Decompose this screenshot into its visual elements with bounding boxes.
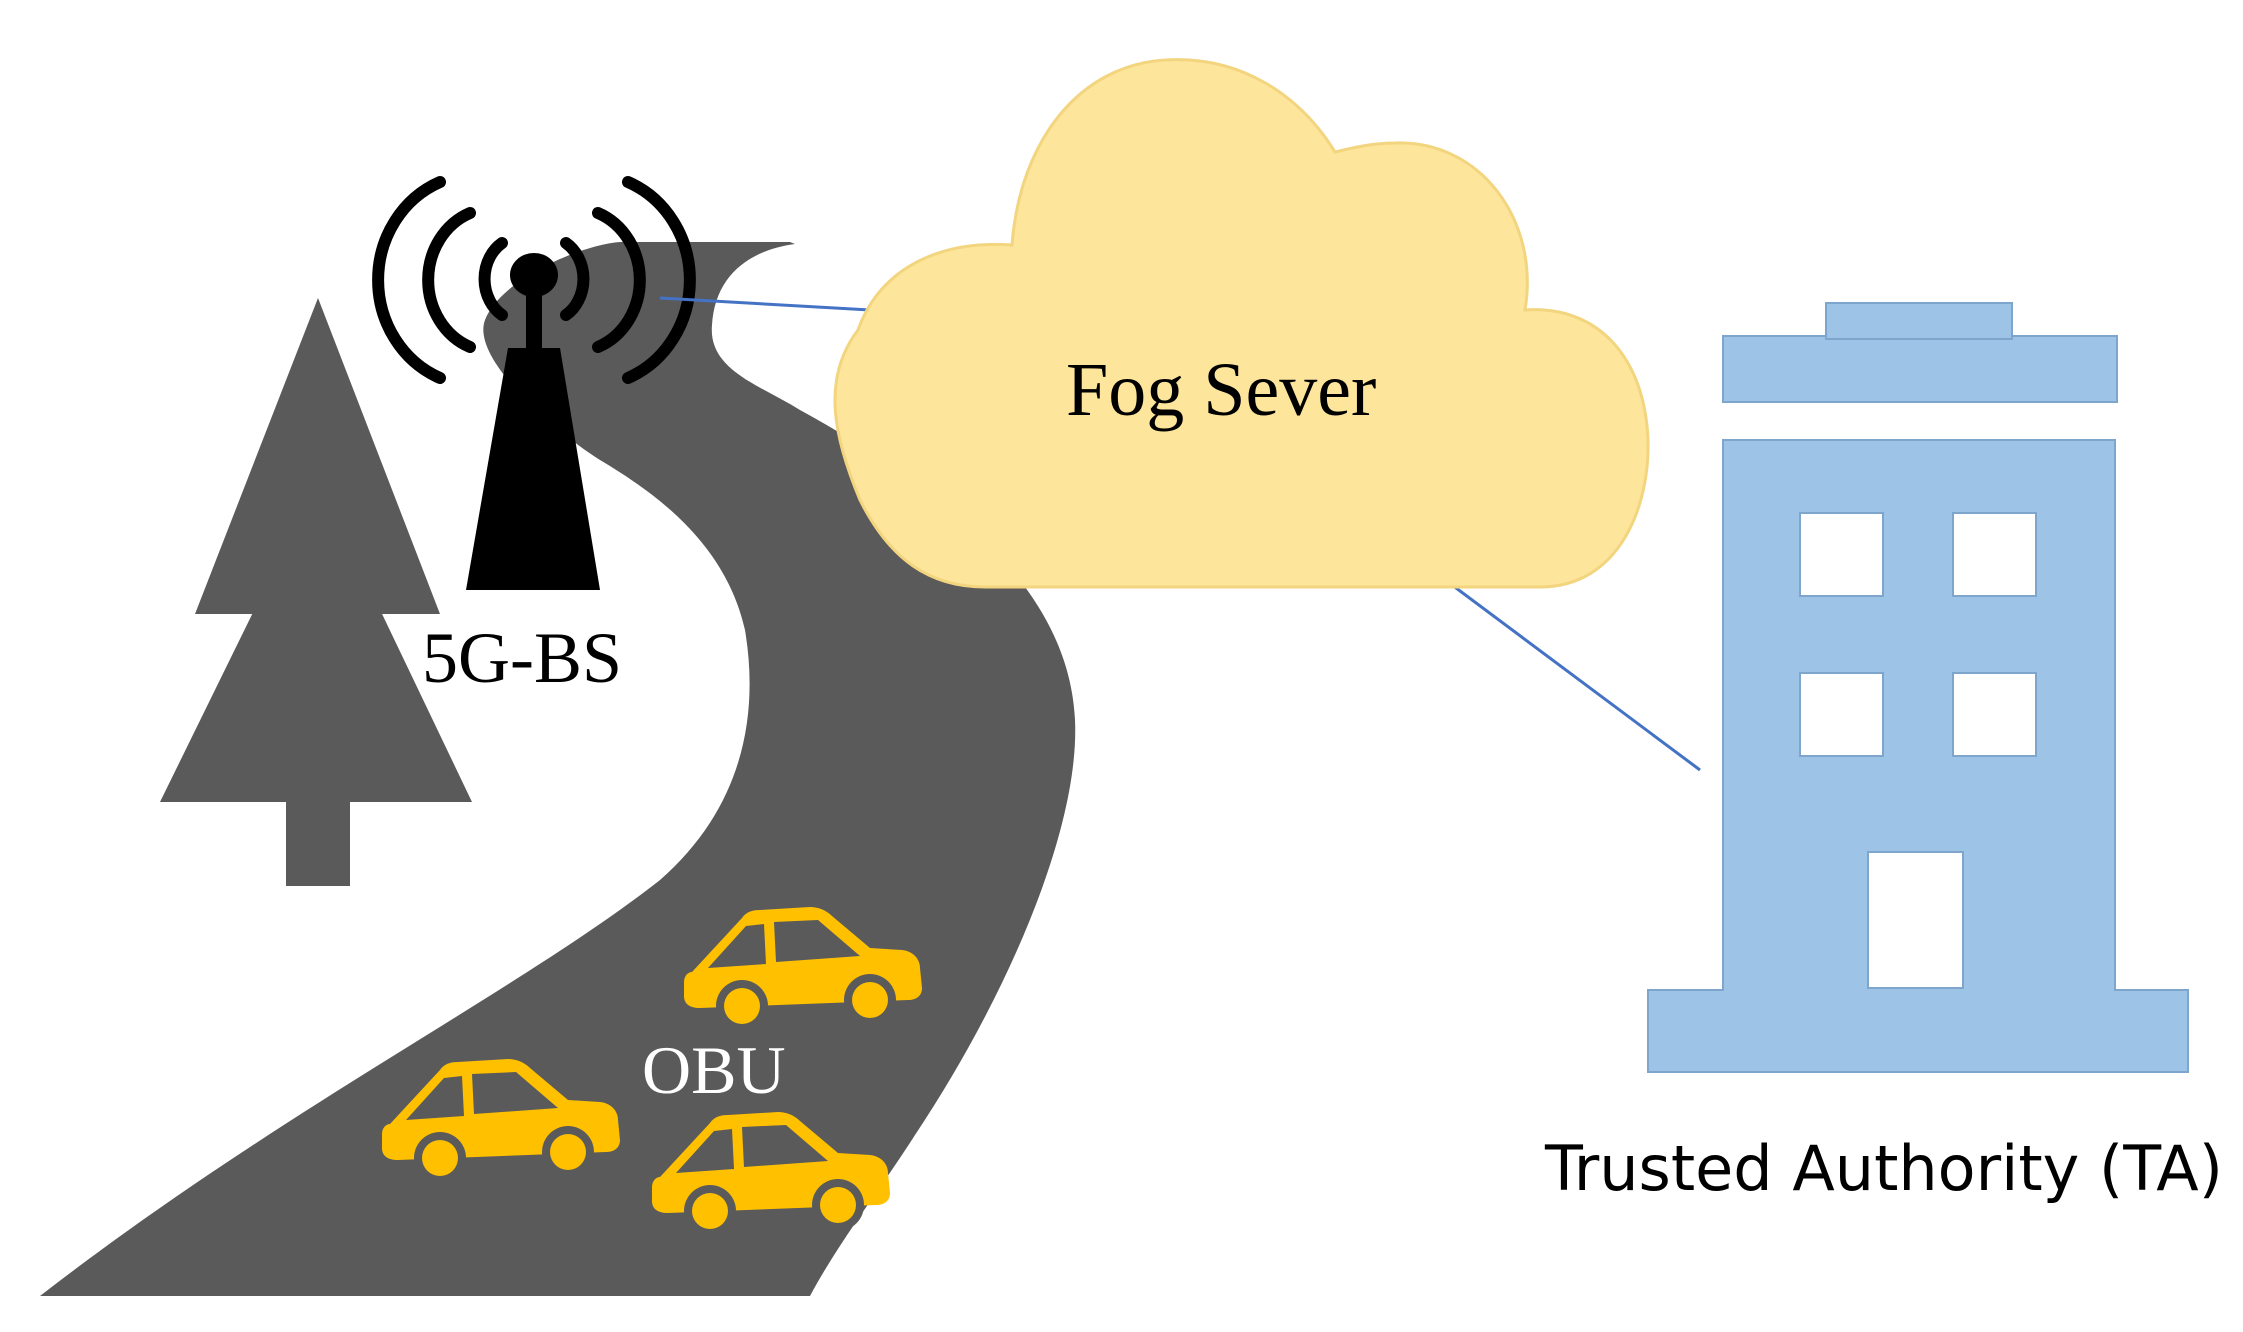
link-bs-fog xyxy=(659,296,871,312)
base-station-label: 5G-BS xyxy=(422,618,622,698)
road xyxy=(40,242,1076,1296)
building-icon xyxy=(1647,302,2189,1073)
tree-icon xyxy=(160,298,472,886)
link-fog-ta xyxy=(1447,580,1701,772)
fog-server-label: Fog Sever xyxy=(1066,348,1376,432)
antenna-tower-icon xyxy=(372,176,696,590)
authority-label: Trusted Authority (TA) xyxy=(1544,1132,2223,1205)
vehicles-label: OBU xyxy=(642,1032,786,1108)
cloud-icon xyxy=(833,58,1650,589)
